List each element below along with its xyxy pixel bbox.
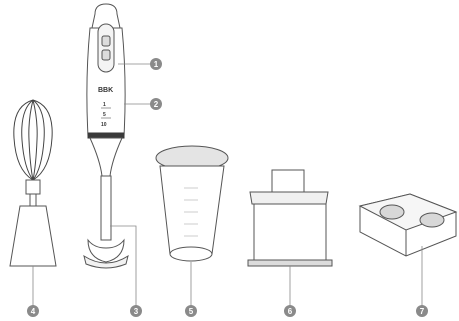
whisk-attachment — [10, 100, 56, 266]
callout-7: 7 — [416, 305, 428, 317]
measuring-beaker — [156, 146, 228, 261]
speed-mark: 10 — [101, 122, 107, 128]
callout-number: 3 — [134, 307, 139, 316]
callout-5: 5 — [185, 305, 197, 317]
callout-1: 1 — [150, 58, 162, 70]
callout-number: 4 — [31, 307, 36, 316]
callout-number: 7 — [420, 307, 425, 316]
callout-2: 2 — [150, 98, 162, 110]
callout-number: 2 — [154, 100, 159, 109]
speed-mark: 1 — [103, 102, 106, 108]
speed-mark: 5 — [103, 112, 106, 118]
blender-shaft — [84, 138, 128, 268]
chopper-bowl — [248, 170, 332, 266]
callout-number: 6 — [288, 307, 293, 316]
callout-6: 6 — [284, 305, 296, 317]
callout-number: 5 — [189, 307, 194, 316]
callout-4: 4 — [27, 305, 39, 317]
callout-number: 1 — [154, 60, 159, 69]
brand-label: BBK — [98, 87, 113, 94]
callout-3: 3 — [130, 305, 142, 317]
accessory-holder — [360, 194, 456, 256]
